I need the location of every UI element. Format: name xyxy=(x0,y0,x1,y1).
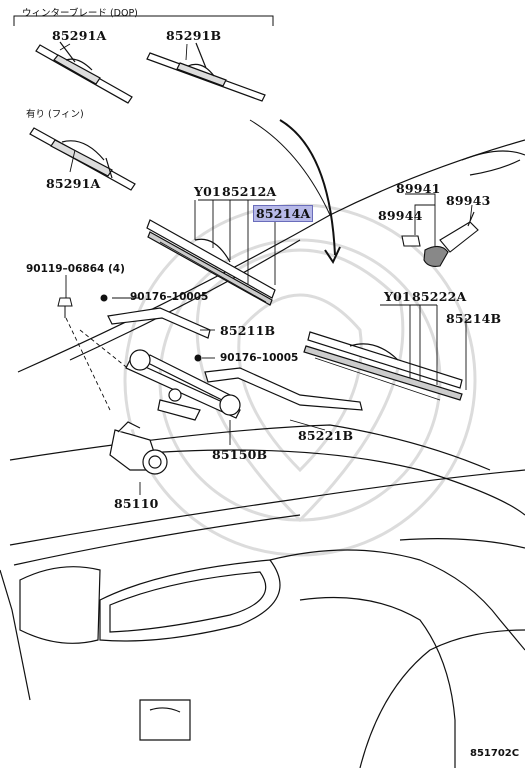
part-label-89943[interactable]: 89943 xyxy=(446,193,491,208)
part-label-89941[interactable]: 89941 xyxy=(396,181,441,196)
part-label-89944[interactable]: 89944 xyxy=(378,208,423,223)
part-label-90119[interactable]: 90119–06864 (4) xyxy=(26,263,125,275)
wiper-arm-85221B xyxy=(204,367,363,411)
wiper-arm-85211B xyxy=(107,307,211,339)
dop-bracket xyxy=(13,15,274,26)
part-label-85214A[interactable]: 85214A xyxy=(252,205,314,222)
nut-90176-b xyxy=(194,354,202,362)
wiper-motor-85110 xyxy=(109,421,168,475)
part-label-90176-a[interactable]: 90176–10005 xyxy=(130,291,209,303)
bolt-90119 xyxy=(57,297,73,318)
part-label-85221B[interactable]: 85221B xyxy=(298,428,354,443)
nut-90176-a xyxy=(100,294,108,302)
clip-89944 xyxy=(401,235,421,247)
diagram-code: 851702C xyxy=(470,748,520,759)
wiper-blade-85291B xyxy=(146,42,266,102)
section-label-dop: ウィンターブレード (DOP) xyxy=(22,8,138,19)
wiper-blade-85291A-fin xyxy=(29,127,136,191)
part-label-85211B[interactable]: 85211B xyxy=(220,323,276,338)
wiper-blade-85291A-top xyxy=(35,41,133,104)
part-label-y01-left[interactable]: Y01 xyxy=(194,184,221,199)
part-label-85150B[interactable]: 85150B xyxy=(212,447,268,462)
part-label-y01-right[interactable]: Y01 xyxy=(384,289,411,304)
clip-89943 xyxy=(439,211,479,253)
vehicle-body-outline xyxy=(0,119,525,768)
section-label-with-fin: 有り (フィン) xyxy=(26,109,84,120)
part-label-85222A[interactable]: 85222A xyxy=(412,289,467,304)
part-label-85214B[interactable]: 85214B xyxy=(446,311,502,326)
part-label-90176-b[interactable]: 90176–10005 xyxy=(220,352,299,364)
leader-lines xyxy=(59,43,473,495)
wiper-linkage-85150B xyxy=(125,349,241,421)
watermark-emblem xyxy=(123,203,477,557)
wiper-blade-85212A xyxy=(146,219,276,306)
clip-89941 xyxy=(423,245,449,267)
part-label-85110[interactable]: 85110 xyxy=(114,496,159,511)
part-label-85291A-fin[interactable]: 85291A xyxy=(46,176,101,191)
part-label-85212A[interactable]: 85212A xyxy=(222,184,277,199)
part-label-85291B[interactable]: 85291B xyxy=(166,28,222,43)
part-label-85291A-top[interactable]: 85291A xyxy=(52,28,107,43)
